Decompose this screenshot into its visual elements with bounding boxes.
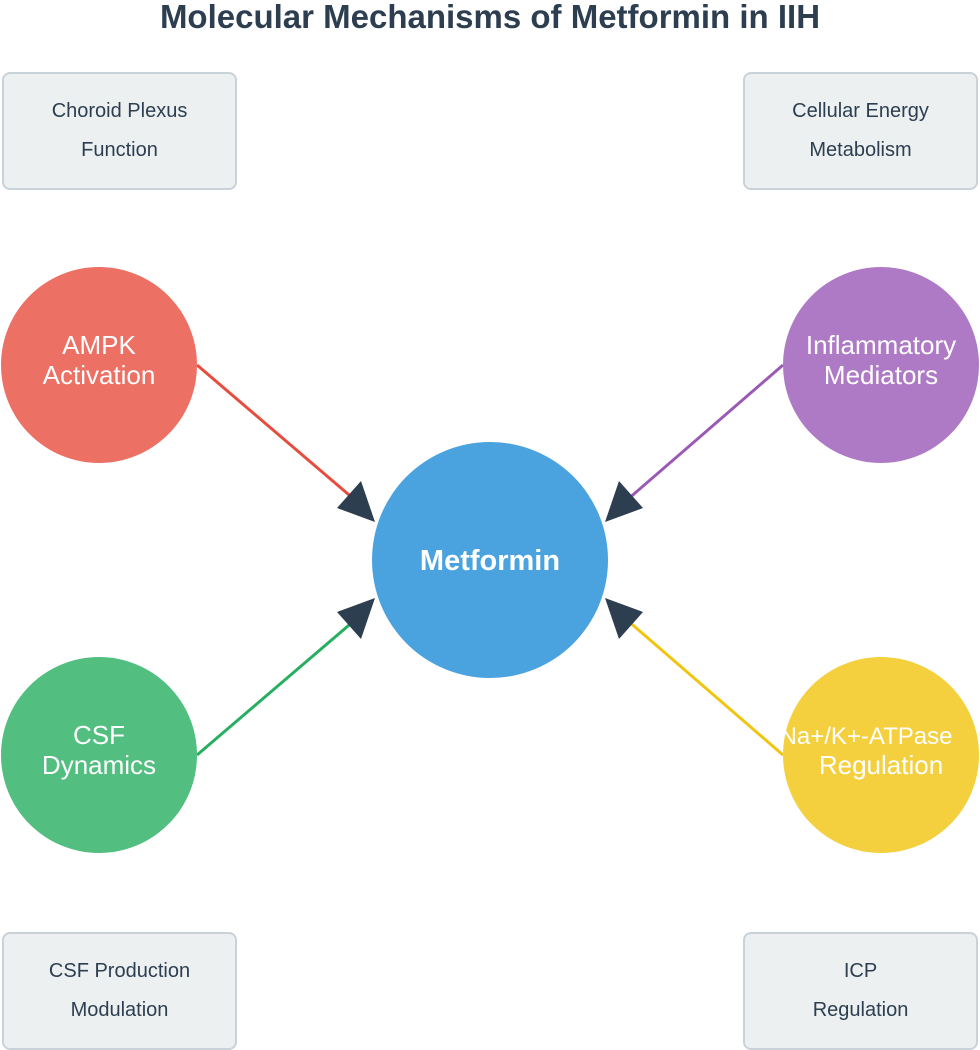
node-ampk-label-1: AMPK [62,330,136,360]
box-choroid-plexus-function: Choroid Plexus Function [2,72,237,190]
node-atpase-label-2: Regulation [819,750,943,780]
node-atpase-label-1: Na+/K+-ATPase [780,723,953,750]
node-csf-dynamics [1,657,197,853]
arrowhead-inflammatory [605,481,643,522]
box-cellular-energy-metabolism: Cellular Energy Metabolism [743,72,978,190]
box-icp-regulation: ICP Regulation [743,932,978,1050]
node-ampk-label-2: Activation [43,360,156,390]
arrowhead-csf [337,598,375,639]
node-metformin [372,442,608,678]
box-line-1: CSF Production [48,960,191,982]
arrowhead-ampk [337,481,375,522]
box-line-1: Choroid Plexus [51,100,188,122]
box-line-1: ICP [843,960,878,982]
node-csf-label-1: CSF [73,720,125,750]
box-line-2: Regulation [812,999,909,1021]
node-na-k-atpase-regulation [783,657,979,853]
box-line-2: Modulation [70,999,169,1021]
diagram-title: Molecular Mechanisms of Metformin in IIH [159,0,821,35]
connector-atpase-to-metformin [626,618,784,757]
node-inflammatory-label-2: Mediators [824,360,938,390]
connector-inflammatory-to-metformin [626,363,784,502]
box-csf-production-modulation: CSF Production Modulation [2,932,237,1050]
box-line-1: Cellular Energy [792,100,929,122]
connector-csf-to-metformin [196,618,356,757]
node-metformin-label: Metformin [420,545,560,577]
box-line-2: Metabolism [809,139,912,161]
arrowhead-atpase [605,598,643,639]
node-csf-label-2: Dynamics [42,750,156,780]
box-line-2: Function [81,139,158,161]
node-inflammatory-label-1: Inflammatory [806,330,956,360]
node-inflammatory-mediators [783,267,979,463]
node-ampk-activation [1,267,197,463]
connector-ampk-to-metformin [196,363,356,502]
